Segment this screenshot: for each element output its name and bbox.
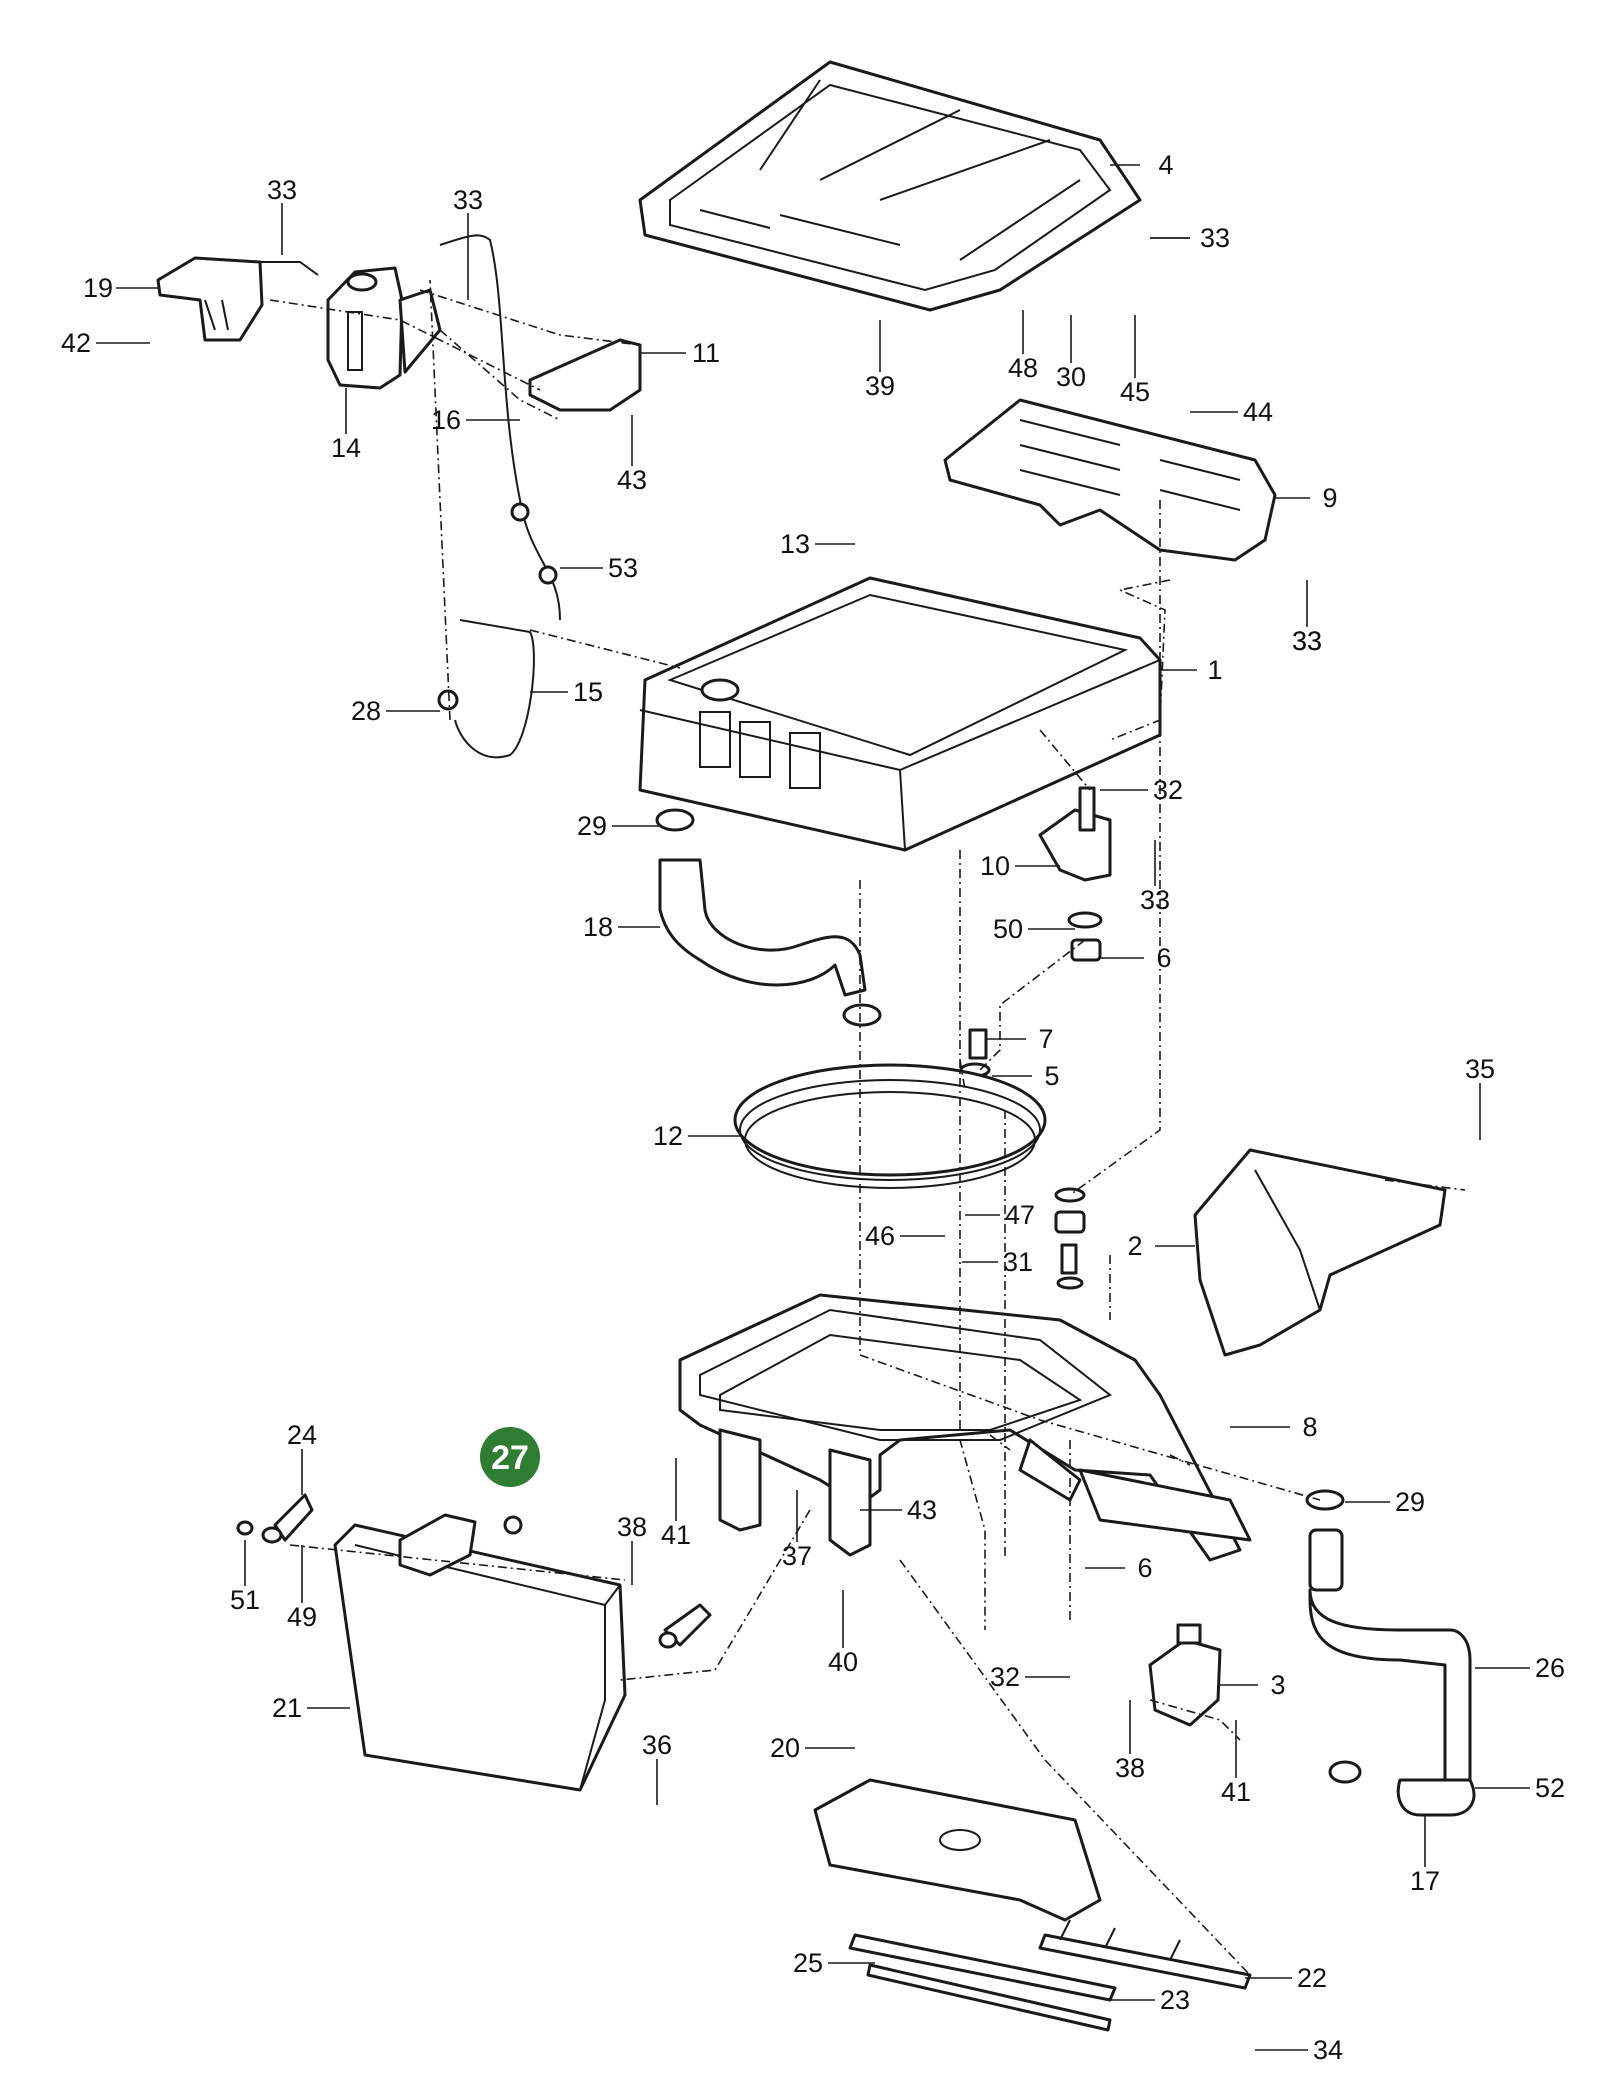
callout-label-6: 6 bbox=[1156, 943, 1171, 973]
callout-label-29: 29 bbox=[577, 811, 607, 841]
callout-label-30: 30 bbox=[1056, 362, 1086, 392]
callout-label-15: 15 bbox=[573, 677, 603, 707]
part-2-guard bbox=[1193, 1148, 1447, 1357]
callout-label-5: 5 bbox=[1044, 1061, 1059, 1091]
callout-label-21: 21 bbox=[272, 1693, 302, 1723]
callout-label-3: 3 bbox=[1270, 1670, 1285, 1700]
callout-label-37: 37 bbox=[782, 1541, 812, 1571]
callout-label-47: 47 bbox=[1005, 1200, 1035, 1230]
callout-label-43: 43 bbox=[617, 465, 647, 495]
callout-label-33: 33 bbox=[453, 185, 483, 215]
callout-label-33: 33 bbox=[1292, 626, 1322, 656]
callout-label-52: 52 bbox=[1535, 1773, 1565, 1803]
callout-label-2: 2 bbox=[1127, 1231, 1142, 1261]
part-26-hose bbox=[1305, 1489, 1476, 1817]
assembly-lines bbox=[269, 279, 1466, 1976]
callout-label-44: 44 bbox=[1243, 397, 1273, 427]
callout-label-6: 6 bbox=[1137, 1553, 1152, 1583]
callout-label-45: 45 bbox=[1120, 377, 1150, 407]
callout-label-18: 18 bbox=[583, 912, 613, 942]
callout-label-24: 24 bbox=[287, 1420, 317, 1450]
callout-label-19: 19 bbox=[83, 273, 113, 303]
callout-label-42: 42 bbox=[61, 328, 91, 358]
callout-label-46: 46 bbox=[865, 1221, 895, 1251]
callout-label-1: 1 bbox=[1207, 655, 1222, 685]
part-11-bracket bbox=[528, 338, 642, 412]
callout-label-33: 33 bbox=[267, 175, 297, 205]
callout-label-39: 39 bbox=[865, 371, 895, 401]
part-4-top-cover bbox=[638, 60, 1142, 312]
callout-label-4: 4 bbox=[1158, 150, 1173, 180]
callout-label-35: 35 bbox=[1465, 1054, 1495, 1084]
callout-label-14: 14 bbox=[331, 433, 361, 463]
callout-label-11: 11 bbox=[692, 338, 720, 368]
callout-label-48: 48 bbox=[1008, 353, 1038, 383]
isolator-stack bbox=[959, 911, 1103, 1078]
callout-label-51: 51 bbox=[230, 1585, 260, 1615]
callout-label-13: 13 bbox=[780, 529, 810, 559]
callout-label-28: 28 bbox=[351, 696, 381, 726]
callout-label-53: 53 bbox=[608, 553, 638, 583]
callout-label-29: 29 bbox=[1395, 1487, 1425, 1517]
callout-label-33: 33 bbox=[1140, 885, 1170, 915]
part-14-reservoir bbox=[326, 266, 442, 390]
callout-label-8: 8 bbox=[1302, 1412, 1317, 1442]
callout-label-17: 17 bbox=[1410, 1866, 1440, 1896]
callout-leaders bbox=[96, 164, 1530, 2051]
part-12-fan-shroud bbox=[733, 1063, 1047, 1189]
highlight-label: 27 bbox=[491, 1439, 529, 1477]
part-16-hose bbox=[439, 234, 561, 621]
callout-label-38: 38 bbox=[1115, 1753, 1145, 1783]
part-21-side-panel bbox=[333, 1513, 712, 1792]
part-24-latch bbox=[236, 1493, 314, 1544]
callout-label-26: 26 bbox=[1535, 1653, 1565, 1683]
highlight-badge[interactable] bbox=[480, 1427, 540, 1487]
part-20-plate bbox=[813, 1778, 1102, 1922]
hardware-stack-right bbox=[1054, 1187, 1086, 1290]
callout-label-38: 38 bbox=[617, 1512, 647, 1542]
callout-label-43: 43 bbox=[907, 1495, 937, 1525]
callout-label-7: 7 bbox=[1038, 1024, 1053, 1054]
callout-label-22: 22 bbox=[1297, 1963, 1327, 1993]
callout-label-40: 40 bbox=[828, 1647, 858, 1677]
part-19-bracket bbox=[156, 256, 319, 342]
part-27-nut bbox=[503, 1515, 523, 1535]
callout-label-20: 20 bbox=[770, 1733, 800, 1763]
callout-label-9: 9 bbox=[1322, 483, 1337, 513]
callout-label-32: 32 bbox=[990, 1662, 1020, 1692]
part-10-bracket bbox=[1038, 786, 1112, 882]
callout-label-34: 34 bbox=[1313, 2035, 1343, 2065]
part-18-hose bbox=[655, 808, 882, 1027]
callout-label-32: 32 bbox=[1153, 775, 1183, 805]
part-9-bracket bbox=[943, 398, 1277, 562]
highlighted-part-27[interactable]: 27 bbox=[480, 1427, 540, 1535]
callout-label-25: 25 bbox=[793, 1948, 823, 1978]
callout-label-23: 23 bbox=[1160, 1985, 1190, 2015]
callout-label-10: 10 bbox=[980, 851, 1010, 881]
callout-label-33: 33 bbox=[1292, 626, 1322, 656]
part-1-radiator bbox=[638, 576, 1162, 852]
callout-label-33: 33 bbox=[1200, 223, 1230, 253]
callout-label-16: 16 bbox=[431, 405, 461, 435]
part-15-hose bbox=[437, 619, 535, 759]
callout-label-31: 31 bbox=[1003, 1247, 1033, 1277]
callout-label-36: 36 bbox=[642, 1730, 672, 1760]
callout-label-12: 12 bbox=[653, 1121, 683, 1151]
callout-label-41: 41 bbox=[661, 1520, 691, 1550]
callout-label-49: 49 bbox=[287, 1602, 317, 1632]
part-8-frame bbox=[678, 1293, 1252, 1562]
callout-label-41: 41 bbox=[1221, 1777, 1251, 1807]
callout-label-50: 50 bbox=[993, 914, 1023, 944]
part-3-module bbox=[1148, 1623, 1222, 1727]
